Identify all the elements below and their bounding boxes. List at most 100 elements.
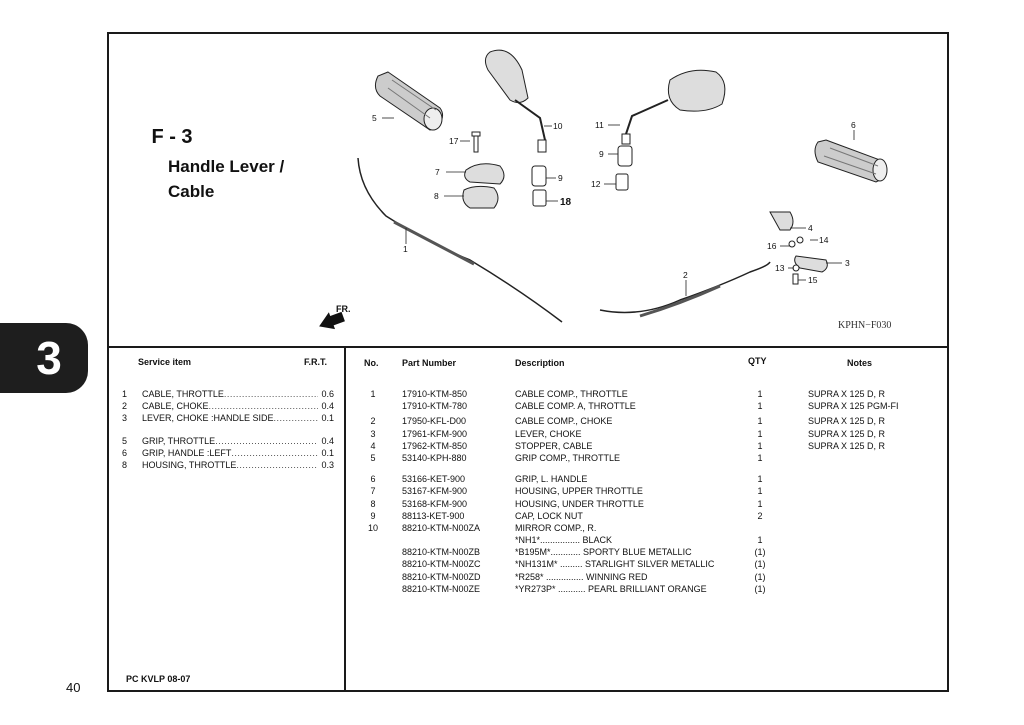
table-row: 10 88210-KTM-N00ZA MIRROR COMP., R. (346, 522, 946, 534)
row-description: CABLE COMP., THROTTLE (515, 389, 628, 399)
row-qty: (1) (754, 547, 766, 558)
row-part-number: 17961-KFM-900 (402, 428, 468, 439)
table-row: 8 53168-KFM-900 HOUSING, UNDER THROTTLE … (346, 498, 946, 510)
row-description: MIRROR COMP., R. (515, 522, 597, 533)
housing-under (462, 185, 499, 209)
row-part-number: 88210-KTM-N00ZD (402, 571, 481, 582)
row-description: *R258* ............... WINNING RED (515, 571, 648, 582)
service-item-row: 3 LEVER, CHOKE :HANDLE SIDE 0.1 (122, 412, 334, 424)
row-part-number: 17910-KTM-780 (402, 401, 468, 412)
row-description: *NH1*................ BLACK (515, 535, 613, 546)
table-row: 88210-KTM-N00ZC *NH131M* ......... STARL… (346, 558, 946, 570)
callout-7: 7 (435, 167, 440, 177)
screw-17 (471, 131, 481, 153)
callout-12: 12 (591, 179, 601, 189)
service-item-row: 8 HOUSING, THROTTLE 0.3 (122, 459, 334, 471)
row-no: 9 (370, 510, 376, 521)
row-no: 8 (370, 498, 376, 509)
service-item-number: 2 (122, 401, 128, 411)
callout-9-right: 9 (599, 149, 604, 159)
row-part-number: 88210-KTM-N00ZE (402, 583, 481, 594)
col-header-part-number: Part Number (402, 358, 457, 368)
row-description: LEVER, CHOKE (515, 428, 582, 439)
service-item-row: 1 CABLE, THROTTLE 0.6 (122, 388, 334, 400)
row-qty: (1) (754, 559, 766, 570)
row-notes: SUPRA X 125 D, R (808, 428, 886, 439)
row-qty: 1 (757, 486, 763, 497)
service-item-number: 5 (122, 436, 128, 446)
figure-code: F - 3 (151, 126, 193, 148)
nut-18 (532, 189, 547, 207)
service-item-frt: 0.1 (321, 448, 334, 458)
row-description: *B195M*............ SPORTY BLUE METALLIC (515, 547, 692, 558)
row-qty: (1) (754, 583, 766, 594)
service-item-name: LEVER, CHOKE :HANDLE SIDE (142, 413, 274, 423)
row-part-number: 53167-KFM-900 (402, 486, 468, 497)
front-arrow-label: FR. (336, 304, 351, 314)
row-description: CABLE COMP. A, THROTTLE (515, 401, 636, 412)
service-item-number: 8 (122, 460, 128, 470)
row-no: 1 (370, 389, 376, 399)
col-header-notes: Notes (847, 358, 873, 368)
row-qty: 1 (757, 535, 763, 546)
table-row: 88210-KTM-N00ZD *R258* ............... W… (346, 571, 946, 583)
figure-title-line1: Handle Lever / (168, 157, 285, 176)
service-item-header: Service item (138, 357, 192, 367)
service-item-number: 3 (122, 413, 128, 423)
table-row: 6 53166-KET-900 GRIP, L. HANDLE 1 (346, 473, 946, 485)
table-row: 17910-KTM-780 CABLE COMP. A, THROTTLE 1 … (346, 400, 946, 412)
service-item-number: 6 (122, 448, 128, 458)
service-item-name: HOUSING, THROTTLE (142, 460, 237, 470)
row-description: GRIP COMP., THROTTLE (515, 452, 621, 463)
row-part-number: 53140-KPH-880 (402, 452, 467, 463)
service-item-name: GRIP, THROTTLE (142, 436, 216, 446)
throttle-cable (357, 157, 563, 323)
row-part-number: 17962-KTM-850 (402, 440, 468, 451)
row-qty: (1) (754, 571, 766, 582)
row-description: STOPPER, CABLE (515, 440, 593, 451)
page-frame (107, 32, 949, 692)
parts-table: 1 17910-KTM-850 CABLE COMP., THROTTLE 1 … (346, 388, 946, 595)
callout-labels: 5 6 7 8 11 9 12 17 10 9 18 1 2 4 14 3 16… (372, 113, 856, 285)
row-no: 2 (370, 416, 376, 427)
service-item-number: 1 (122, 389, 128, 399)
table-row: 7 53167-KFM-900 HOUSING, UPPER THROTTLE … (346, 485, 946, 497)
service-item-frt: 0.6 (321, 389, 334, 399)
table-row: 3 17961-KFM-900 LEVER, CHOKE 1 SUPRA X 1… (346, 428, 946, 440)
washer-16 (788, 240, 796, 248)
table-row: *NH1*................ BLACK 1 (346, 534, 946, 546)
bolt-15 (792, 273, 799, 285)
row-description: GRIP, L. HANDLE (515, 474, 588, 485)
row-qty: 1 (757, 440, 763, 451)
callout-15: 15 (808, 275, 818, 285)
table-row: 4 17962-KTM-850 STOPPER, CABLE 1 SUPRA X… (346, 440, 946, 452)
leader-dots (209, 400, 318, 412)
row-part-number: 88210-KTM-N00ZB (402, 547, 481, 558)
row-no: 5 (370, 452, 376, 463)
service-item-row: 6 GRIP, HANDLE :LEFT 0.1 (122, 447, 334, 459)
row-qty: 1 (757, 428, 763, 439)
table-divider-vertical (344, 347, 346, 692)
row-description: CABLE COMP., CHOKE (515, 416, 613, 427)
col-header-qty: QTY (748, 356, 767, 366)
row-description: CAP, LOCK NUT (515, 510, 583, 521)
row-description: *NH131M* ......... STARLIGHT SILVER META… (515, 559, 715, 570)
service-item-frt: 0.4 (321, 401, 334, 411)
table-row: 9 88113-KET-900 CAP, LOCK NUT 2 (346, 510, 946, 522)
table-row: 88210-KTM-N00ZE *YR273P* ........... PEA… (346, 583, 946, 595)
service-item-frt: 0.1 (321, 413, 334, 423)
service-item-name: CABLE, THROTTLE (142, 389, 224, 399)
row-qty: 1 (757, 401, 763, 412)
page-number: 40 (66, 680, 81, 695)
row-part-number: 17910-KTM-850 (402, 389, 468, 399)
leader-dots (224, 388, 318, 400)
service-item-frt: 0.4 (321, 436, 334, 446)
nut-12 (615, 173, 629, 191)
table-row: 5 53140-KPH-880 GRIP COMP., THROTTLE 1 (346, 452, 946, 464)
washer-14 (796, 236, 804, 244)
callout-13: 13 (775, 263, 785, 273)
table-row: 1 17910-KTM-850 CABLE COMP., THROTTLE 1 … (346, 388, 946, 400)
cap-lock-nut-right (617, 145, 633, 167)
row-part-number: 53166-KET-900 (402, 474, 466, 485)
